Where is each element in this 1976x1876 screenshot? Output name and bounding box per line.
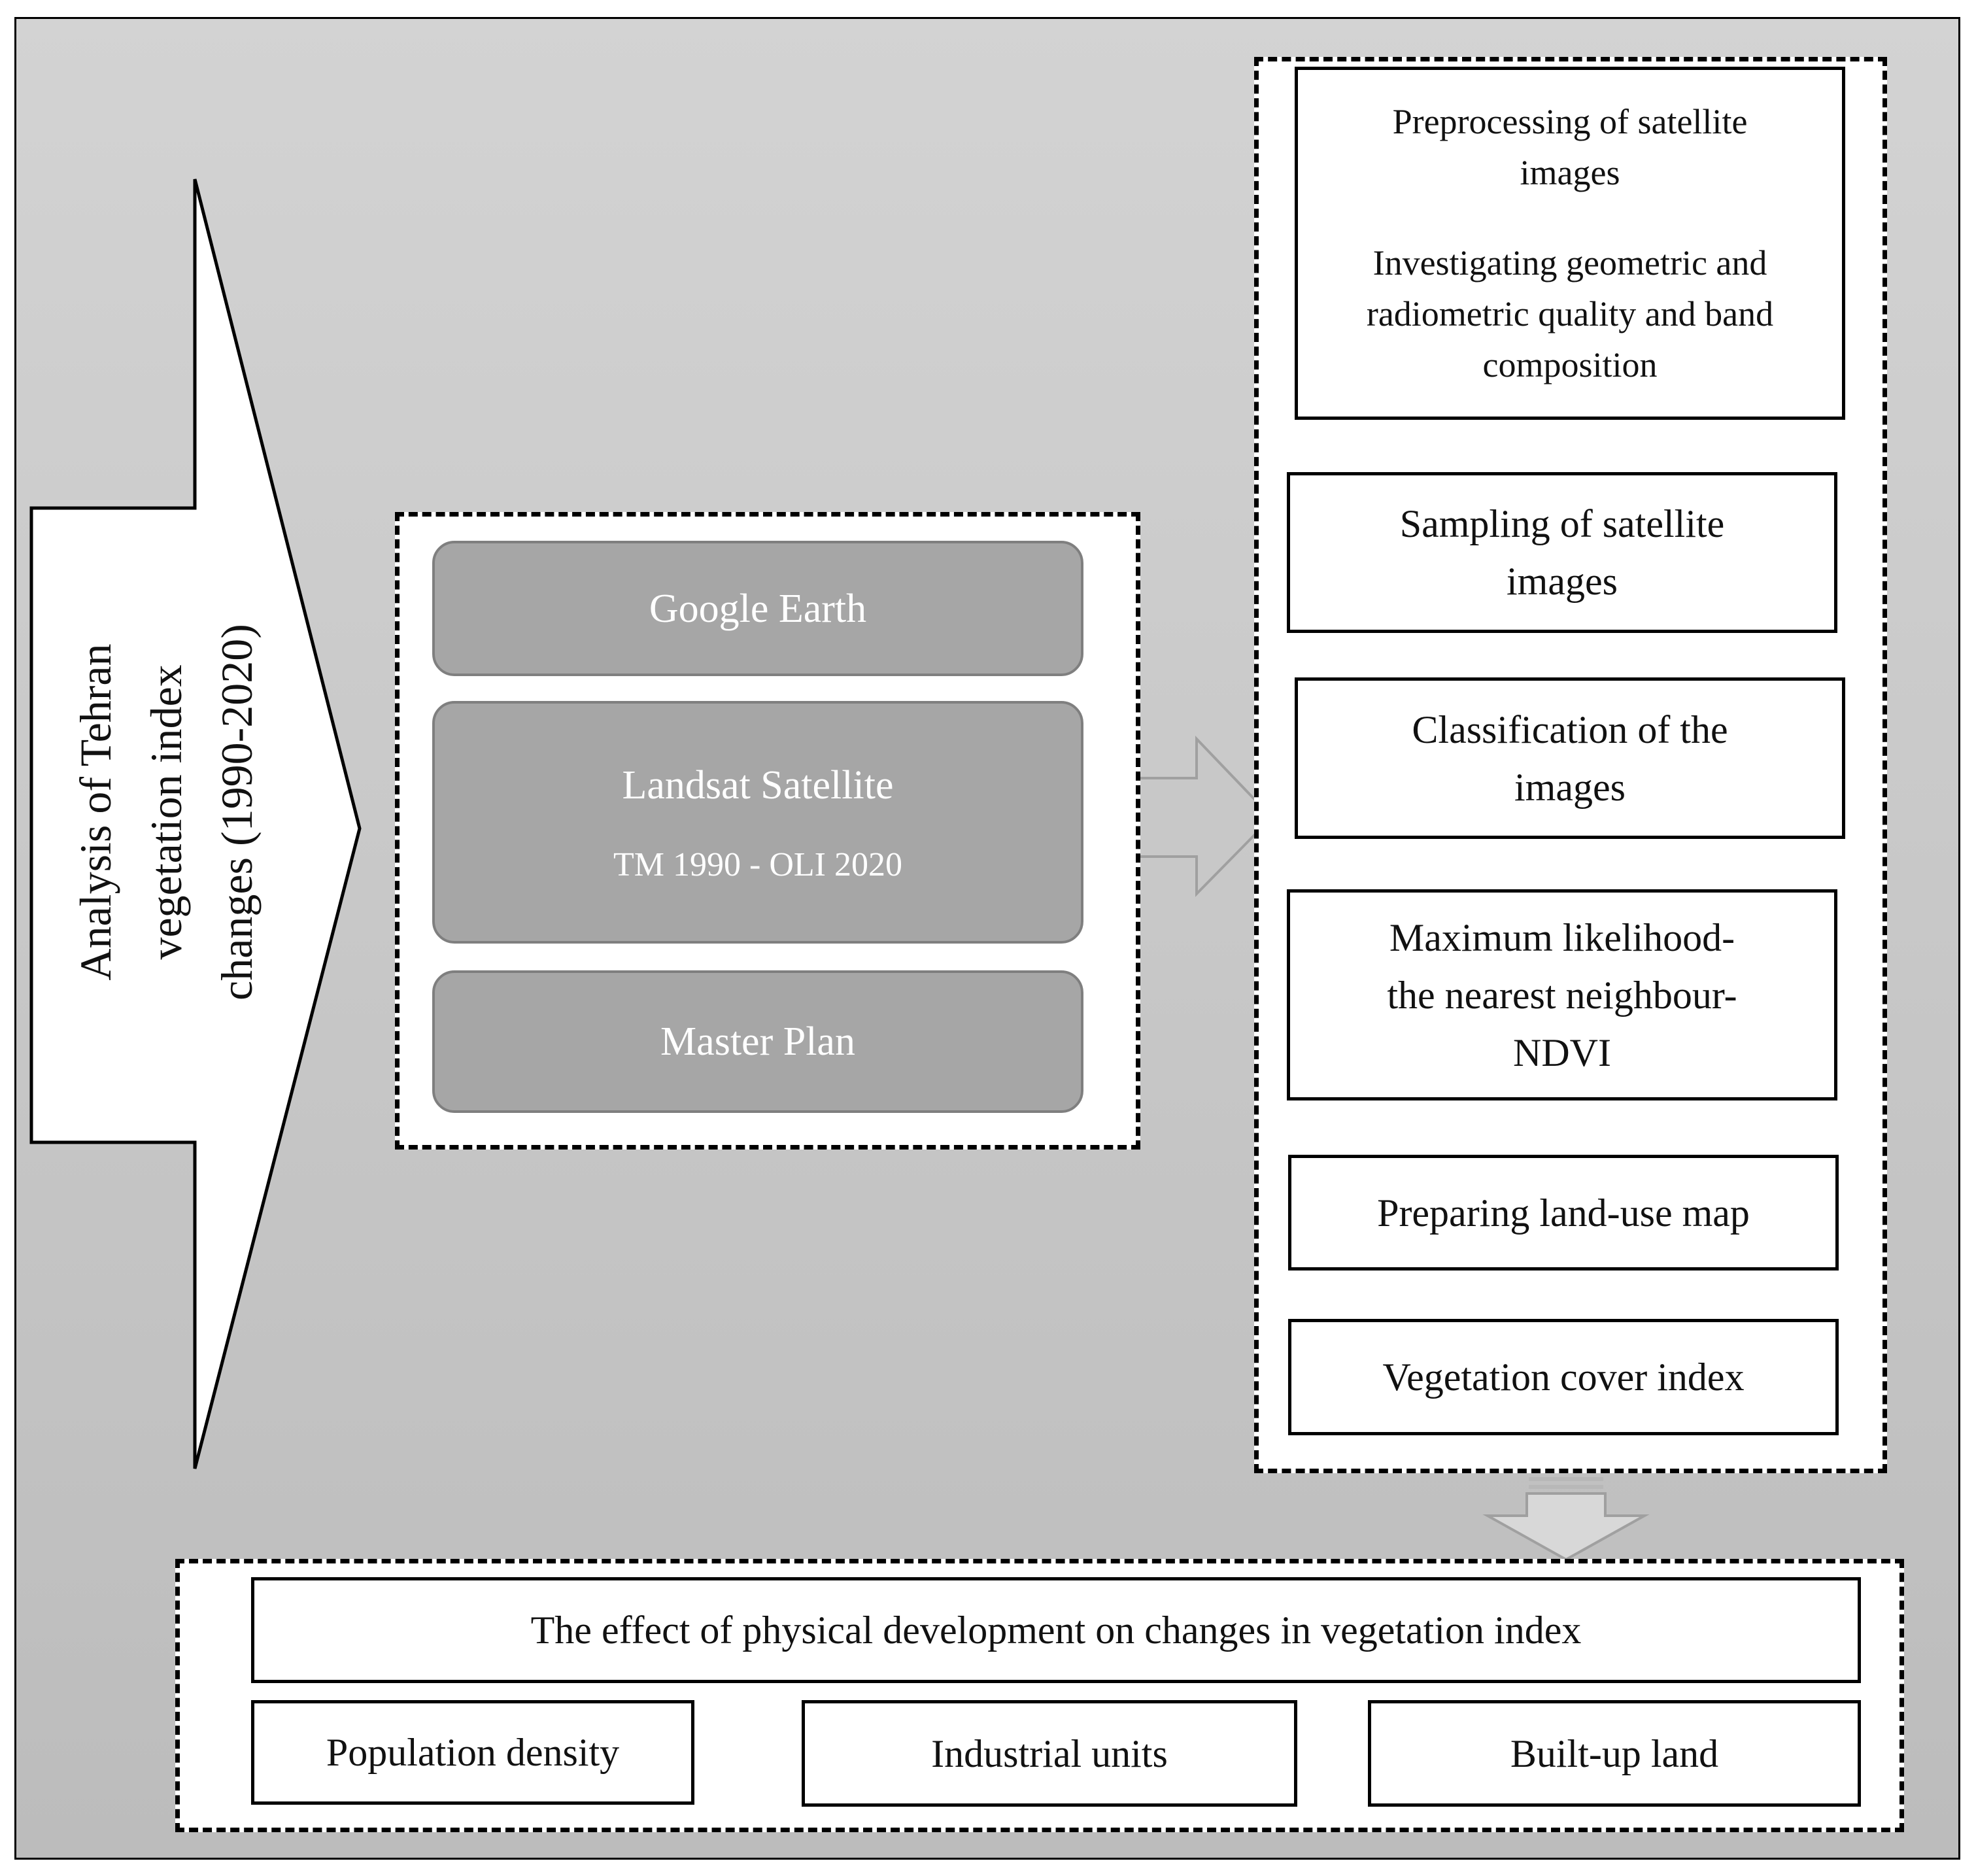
maximum-line-2: the nearest neighbour- — [1387, 973, 1737, 1017]
sampling-label: Sampling of satellite images — [1399, 502, 1725, 603]
master-plan-box: Master Plan — [432, 970, 1083, 1113]
analysis-title: Analysis of Tehran vegetation index chan… — [60, 583, 289, 1041]
classification-label: Classification of the images — [1412, 708, 1728, 809]
landsat-sublabel: TM 1990 - OLI 2020 — [613, 845, 902, 883]
preprocessing-box: Preprocessing of satellite images Invest… — [1295, 67, 1845, 420]
vegetation-index-label: Vegetation cover index — [1382, 1356, 1745, 1399]
industrial-units-box: Industrial units — [802, 1700, 1297, 1807]
population-density-box: Population density — [251, 1700, 694, 1805]
landuse-map-box: Preparing land-use map — [1288, 1155, 1839, 1271]
maximum-line-3: NDVI — [1513, 1031, 1611, 1074]
builtup-land-box: Built-up land — [1368, 1700, 1861, 1807]
population-density-label: Population density — [326, 1731, 620, 1774]
preprocessing-label: Preprocessing of satellite images — [1392, 102, 1748, 192]
steps-to-effect-arrow — [1482, 1477, 1650, 1561]
investigating-label: Investigating geometric and radiometric … — [1366, 243, 1774, 384]
sampling-box: Sampling of satellite images — [1287, 472, 1837, 633]
analysis-title-line-3: changes (1990-2020) — [212, 624, 262, 1000]
landsat-box: Landsat Satellite TM 1990 - OLI 2020 — [432, 701, 1083, 944]
google-earth-box: Google Earth — [432, 541, 1083, 676]
analysis-title-line-1: Analysis of Tehran — [71, 643, 120, 981]
left-pointer-arrow — [29, 179, 362, 1469]
effect-box: The effect of physical development on ch… — [251, 1577, 1861, 1683]
landuse-map-label: Preparing land-use map — [1377, 1191, 1750, 1235]
master-plan-label: Master Plan — [660, 1019, 855, 1064]
vegetation-index-box: Vegetation cover index — [1288, 1319, 1839, 1435]
maximum-line-1: Maximum likelihood- — [1389, 915, 1735, 959]
industrial-units-label: Industrial units — [931, 1731, 1168, 1775]
builtup-land-label: Built-up land — [1510, 1731, 1719, 1775]
analysis-title-line-2: vegetation index — [141, 664, 191, 960]
google-earth-label: Google Earth — [649, 586, 867, 631]
landsat-label: Landsat Satellite — [622, 762, 894, 808]
effect-label: The effect of physical development on ch… — [530, 1609, 1582, 1652]
maximum-likelihood-box: Maximum likelihood- the nearest neighbou… — [1287, 889, 1837, 1100]
classification-box: Classification of the images — [1295, 677, 1845, 839]
